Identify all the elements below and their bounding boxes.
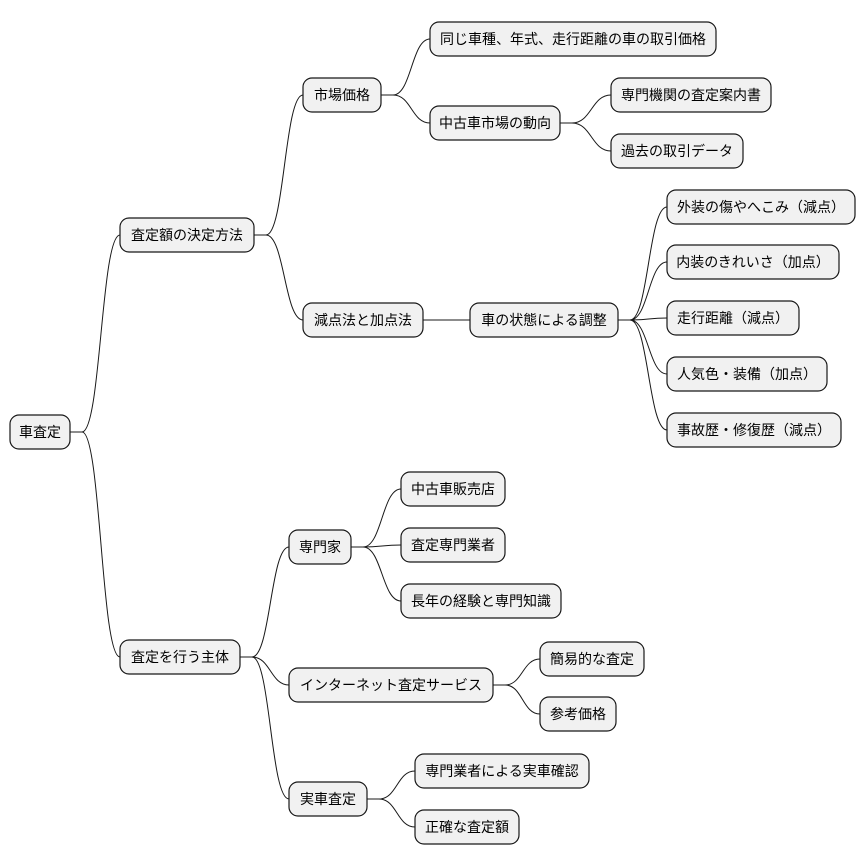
node-online: インターネット査定サービス: [288, 667, 494, 703]
node-label-online: インターネット査定サービス: [300, 678, 482, 694]
edge-subject-online: [240, 656, 290, 686]
node-box-mileage: [666, 300, 800, 336]
edge-market-trend: [381, 94, 431, 124]
node-box-experience: [400, 583, 562, 619]
node-box-color: [666, 356, 828, 392]
node-color: 人気色・装備（加点）: [666, 356, 828, 392]
node-box-dealer: [400, 471, 506, 507]
node-expert: 専門家: [288, 529, 352, 565]
edge-onsite-accurate: [367, 798, 416, 828]
node-label-experience: 長年の経験と専門知識: [411, 593, 551, 610]
node-points: 減点法と加点法: [302, 302, 424, 338]
node-label-condition: 車の状態による調整: [481, 312, 607, 329]
node-box-simple: [539, 641, 645, 677]
node-box-condition: [469, 302, 619, 338]
node-box-subject: [119, 639, 241, 675]
node-label-mileage: 走行距離（減点）: [677, 310, 789, 327]
node-label-points: 減点法と加点法: [314, 312, 412, 329]
edge-market-same-car: [381, 38, 431, 96]
node-label-accident: 事故歴・修復歴（減点）: [677, 422, 831, 439]
node-confirm: 専門業者による実車確認: [414, 753, 590, 789]
edge-root-method: [70, 234, 121, 433]
node-label-int: 内装のきれいさ（加点）: [676, 255, 830, 271]
node-box-int: [666, 244, 840, 280]
node-dealer: 中古車販売店: [400, 471, 506, 507]
node-box-market: [302, 77, 382, 113]
node-box-accurate: [414, 809, 520, 845]
edge-trend-guide: [560, 94, 612, 124]
node-label-specialist: 査定専門業者: [411, 538, 495, 554]
node-trend: 中古車市場の動向: [429, 105, 561, 141]
node-label-onsite: 実車査定: [300, 791, 356, 808]
node-same-car: 同じ車種、年式、走行距離の車の取引価格: [429, 21, 717, 57]
edge-layer: [70, 38, 668, 828]
node-accident: 事故歴・修復歴（減点）: [666, 412, 842, 448]
node-box-past: [610, 133, 744, 169]
node-label-same-car: 同じ車種、年式、走行距離の車の取引価格: [440, 31, 706, 48]
edge-subject-expert: [240, 546, 290, 658]
node-experience: 長年の経験と専門知識: [400, 583, 562, 619]
node-box-trend: [429, 105, 561, 141]
node-reference: 参考価格: [539, 696, 617, 732]
edge-condition-ext: [618, 206, 668, 321]
node-market: 市場価格: [302, 77, 382, 113]
node-label-method: 査定額の決定方法: [131, 228, 243, 244]
edge-onsite-confirm: [367, 770, 416, 800]
node-box-online: [288, 667, 494, 703]
edge-online-reference: [493, 684, 541, 715]
node-subject: 査定を行う主体: [119, 639, 241, 675]
edge-trend-past: [560, 122, 612, 152]
edge-root-subject: [70, 431, 121, 658]
node-label-reference: 参考価格: [550, 706, 606, 723]
node-label-confirm: 専門業者による実車確認: [425, 763, 579, 780]
node-past: 過去の取引データ: [610, 133, 744, 169]
node-method: 査定額の決定方法: [119, 217, 255, 253]
edge-condition-color: [618, 319, 668, 375]
node-box-points: [302, 302, 424, 338]
node-label-color: 人気色・装備（加点）: [677, 366, 817, 383]
node-label-market: 市場価格: [314, 87, 370, 104]
node-accurate: 正確な査定額: [414, 809, 520, 845]
node-root: 車査定: [9, 414, 71, 450]
node-label-subject: 査定を行う主体: [131, 650, 229, 666]
node-box-specialist: [400, 527, 506, 563]
node-box-method: [119, 217, 255, 253]
node-layer: 車査定 査定額の決定方法 市場価格 同じ車種、年式、走行距離の車の取引価格中古車市場の…: [9, 21, 856, 845]
node-ext: 外装の傷やへこみ（減点）: [666, 189, 856, 225]
edge-condition-accident: [618, 319, 668, 431]
node-box-confirm: [414, 753, 590, 789]
node-box-accident: [666, 412, 842, 448]
node-label-root: 車査定: [19, 424, 61, 441]
node-onsite: 実車査定: [288, 781, 368, 817]
node-label-expert: 専門家: [299, 539, 341, 556]
edge-subject-onsite: [240, 656, 290, 800]
node-label-accurate: 正確な査定額: [425, 820, 509, 836]
edge-method-points: [254, 234, 304, 321]
node-label-ext: 外装の傷やへこみ（減点）: [677, 199, 845, 216]
edge-expert-dealer: [351, 488, 402, 548]
edge-method-market: [254, 94, 304, 236]
node-box-reference: [539, 696, 617, 732]
edge-expert-experience: [351, 546, 402, 602]
node-label-dealer: 中古車販売店: [411, 481, 495, 498]
node-label-simple: 簡易的な査定: [550, 652, 634, 668]
edge-online-simple: [493, 658, 541, 686]
node-guide: 専門機関の査定案内書: [610, 77, 772, 113]
node-box-guide: [610, 77, 772, 113]
node-simple: 簡易的な査定: [539, 641, 645, 677]
node-box-expert: [288, 529, 352, 565]
edge-condition-int: [618, 261, 668, 321]
node-label-guide: 専門機関の査定案内書: [621, 87, 761, 104]
node-mileage: 走行距離（減点）: [666, 300, 800, 336]
node-label-past: 過去の取引データ: [621, 143, 733, 160]
node-box-ext: [666, 189, 856, 225]
node-box-root: [9, 414, 71, 450]
node-box-onsite: [288, 781, 368, 817]
node-label-trend: 中古車市場の動向: [439, 115, 551, 132]
node-specialist: 査定専門業者: [400, 527, 506, 563]
node-box-same-car: [429, 21, 717, 57]
node-int: 内装のきれいさ（加点）: [666, 244, 840, 280]
node-condition: 車の状態による調整: [469, 302, 619, 338]
